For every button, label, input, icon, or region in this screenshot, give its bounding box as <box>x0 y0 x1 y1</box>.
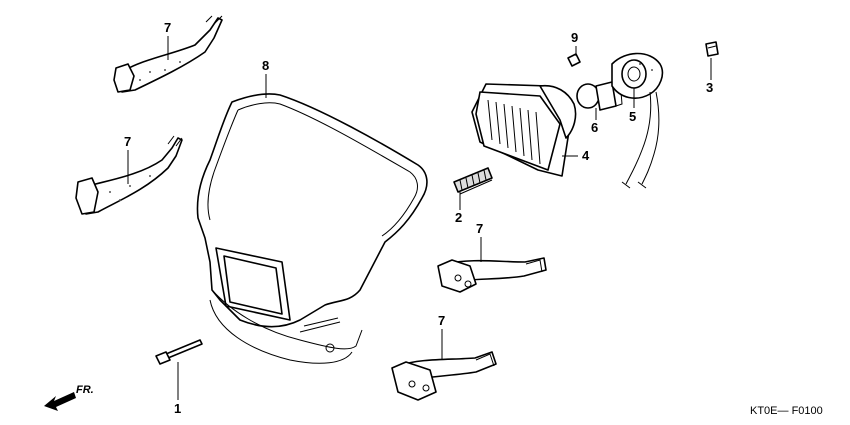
headlight-bulb-6 <box>576 79 623 111</box>
callout-7-center: 7 <box>476 221 483 236</box>
callout-7-top-left: 7 <box>164 20 171 35</box>
callout-1: 1 <box>174 401 181 416</box>
rubber-band-7-mid-left <box>75 135 183 215</box>
clip-3 <box>705 41 719 57</box>
rubber-band-7-center <box>437 257 547 293</box>
rubber-band-7-bottom <box>391 351 497 401</box>
callout-5: 5 <box>629 109 636 124</box>
front-direction-label: FR. <box>76 384 94 396</box>
callout-7-bottom: 7 <box>438 313 445 328</box>
callout-7-mid-left: 7 <box>124 134 131 149</box>
headlight-case-8 <box>196 93 428 364</box>
diagram-code: KT0E— F0100 <box>750 405 823 417</box>
callout-3: 3 <box>706 80 713 95</box>
bolt-1 <box>155 339 203 365</box>
spring-2 <box>453 167 493 195</box>
front-direction-arrow-icon <box>44 392 76 411</box>
screw-9 <box>567 53 581 67</box>
headlight-unit-4 <box>471 83 577 177</box>
callout-9: 9 <box>571 30 578 45</box>
rubber-band-7-top-left <box>113 15 223 93</box>
callout-8: 8 <box>262 58 269 73</box>
callout-2: 2 <box>455 210 462 225</box>
callout-6: 6 <box>591 120 598 135</box>
callout-4: 4 <box>582 148 590 163</box>
bulb-socket-5 <box>611 52 664 189</box>
